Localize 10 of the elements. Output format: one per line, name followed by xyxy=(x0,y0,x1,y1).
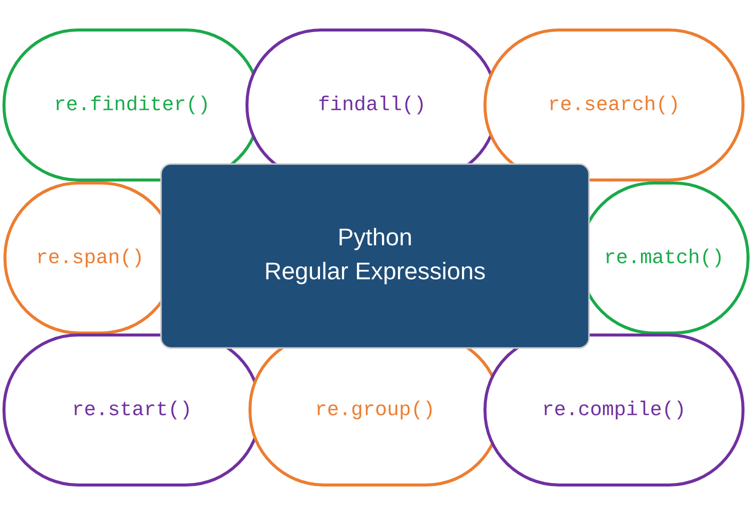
function-pill: re.compile() xyxy=(484,334,744,486)
node-label: re.search() xyxy=(550,96,677,114)
title-box: Python Regular Expressions xyxy=(160,163,590,349)
function-pill: re.match() xyxy=(578,182,750,334)
node-label: re.compile() xyxy=(544,400,683,420)
node-label: re.group() xyxy=(317,400,432,420)
function-pill: re.start() xyxy=(2,334,262,486)
function-pill: re.finditer() xyxy=(2,28,262,182)
function-pill: re.search() xyxy=(484,28,744,182)
function-pill: re.span() xyxy=(4,182,176,334)
